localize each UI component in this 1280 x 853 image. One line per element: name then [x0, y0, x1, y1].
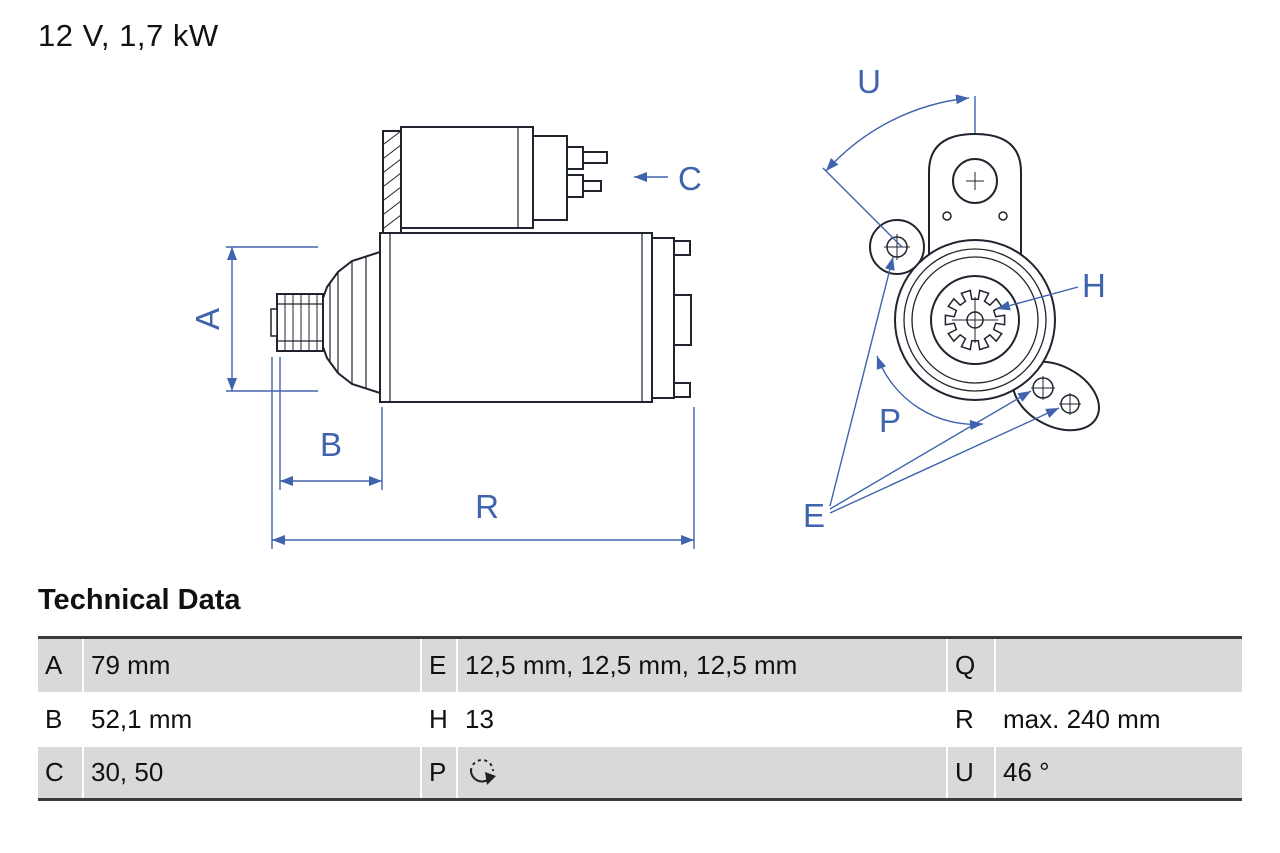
dimension-label-b: B — [320, 426, 342, 463]
spec-key: P — [420, 747, 456, 798]
dimension-label-u: U — [857, 63, 881, 100]
spec-value: max. 240 mm — [994, 694, 1242, 745]
spec-value-rotation — [456, 747, 946, 798]
spec-key: E — [420, 639, 456, 692]
dimension-lines — [226, 94, 1079, 549]
spec-value: 12,5 mm, 12,5 mm, 12,5 mm — [456, 639, 946, 692]
spec-key: C — [45, 757, 64, 787]
dimension-label-a: A — [189, 308, 226, 330]
spec-value: 46 ° — [994, 747, 1242, 798]
bracket-hatching — [383, 130, 402, 229]
front-view-drawing — [869, 132, 1100, 432]
rotation-direction-icon — [470, 758, 496, 785]
spec-value: 30, 50 — [82, 747, 420, 798]
spec-key: Q — [946, 639, 994, 692]
dimension-label-h: H — [1082, 267, 1106, 304]
table-row: B 52,1 mm H 13 R max. 240 mm — [38, 692, 1242, 745]
dimension-label-e: E — [803, 497, 825, 534]
dimension-label-p: P — [879, 402, 901, 439]
pinion-teeth — [284, 294, 318, 351]
spec-key: U — [946, 747, 994, 798]
technical-data-table: A 79 mm E 12,5 mm, 12,5 mm, 12,5 mm Q B … — [38, 636, 1242, 801]
spec-value — [994, 639, 1242, 692]
starter-motor-diagram: A B C R U H P E — [189, 63, 1106, 549]
dimension-label-r: R — [475, 488, 499, 525]
bell-segments — [329, 256, 367, 389]
spec-value: 79 mm — [82, 639, 420, 692]
page-title: 12 V, 1,7 kW — [38, 18, 219, 53]
spec-key: R — [946, 694, 994, 745]
side-view-drawing — [270, 126, 692, 403]
spec-value: 13 — [456, 694, 946, 745]
technical-data-heading: Technical Data — [38, 584, 241, 616]
spec-key: B — [45, 704, 63, 734]
spec-value: 52,1 mm — [82, 694, 420, 745]
spec-key: A — [45, 650, 63, 680]
spec-key: H — [420, 694, 456, 745]
hole-crosshairs — [884, 172, 1081, 415]
table-row: C 30, 50 P U 46 ° — [38, 745, 1242, 798]
table-row: A 79 mm E 12,5 mm, 12,5 mm, 12,5 mm Q — [38, 639, 1242, 692]
dimension-label-c: C — [678, 160, 702, 197]
